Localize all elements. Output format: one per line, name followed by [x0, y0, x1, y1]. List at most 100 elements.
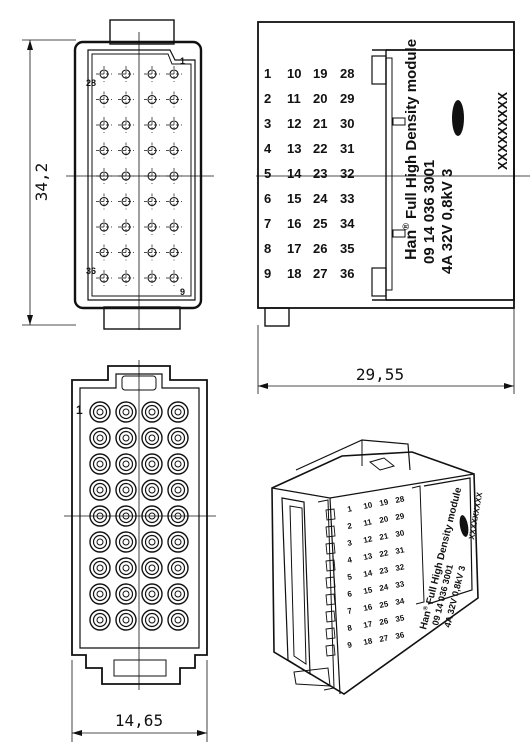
rating-label: 4A 32V 0,8kV 3: [439, 169, 456, 274]
iso-slot: [325, 508, 336, 521]
iso-pin-number: 20: [379, 514, 390, 525]
rear-view: 1 14,65: [64, 360, 216, 742]
iso-pin-number: 12: [363, 534, 374, 545]
pin-number-label: 10: [287, 66, 301, 81]
iso-pin-number: 31: [395, 545, 406, 556]
pin-number-label: 32: [340, 166, 354, 181]
iso-slot: [325, 559, 336, 572]
face-pin: [118, 117, 134, 133]
face-pin: [166, 117, 182, 133]
rear-contact: [167, 583, 189, 605]
iso-pin-number: 9: [347, 640, 354, 650]
rear-contact: [141, 557, 163, 579]
module-text: Han® Full High Density module 09 14 036 …: [401, 39, 510, 274]
pin-number-label: 4: [264, 141, 272, 156]
rear-contact: [115, 479, 137, 501]
pin-number-table: 1234567891011121314151617181920212223242…: [264, 66, 355, 281]
face-pin: [96, 168, 112, 184]
iso-pin-number: 29: [395, 511, 406, 522]
face-pin: [118, 270, 134, 286]
rear-contact: [89, 609, 111, 631]
iso-pin-number: 4: [347, 555, 354, 565]
pin-number-label: 36: [340, 266, 354, 281]
rear-contact: [115, 557, 137, 579]
iso-pin-number: 22: [379, 548, 390, 559]
brand-label: Han® Full High Density module: [401, 39, 420, 260]
iso-slot: [325, 644, 336, 657]
face-pin: [118, 66, 134, 82]
face-pin-grid: [96, 66, 182, 286]
isometric-view: [271, 439, 479, 695]
pin-number-label: 6: [264, 191, 271, 206]
face-pin: [144, 193, 160, 210]
rear-contact: [167, 531, 189, 553]
pin-number-label: 20: [313, 91, 327, 106]
face-pin: [118, 91, 134, 108]
iso-harting-logo: [459, 515, 469, 537]
pin-number-label: 35: [340, 241, 354, 256]
harting-logo-text: HARTING: [456, 102, 462, 130]
pin-1-marker: 1: [180, 56, 185, 66]
face-pin: [96, 66, 112, 82]
iso-pin-number: 25: [379, 599, 390, 610]
pin-number-label: 12: [287, 116, 301, 131]
face-pin: [118, 193, 134, 210]
pin-number-label: 24: [313, 191, 328, 206]
face-pin: [166, 270, 182, 286]
rear-contact: [115, 427, 137, 449]
rear-contact: [141, 609, 163, 631]
iso-pin-number: 14: [363, 568, 374, 579]
iso-pin-number: 19: [379, 497, 390, 508]
product-name: Full High Density module: [403, 39, 420, 219]
iso-pin-number: 13: [363, 551, 374, 562]
face-pin: [96, 219, 112, 235]
pin-number-label: 7: [264, 216, 271, 231]
face-view: 34,2 1 28 36 9: [22, 19, 214, 330]
face-pin: [144, 270, 160, 286]
rear-contact: [89, 479, 111, 501]
iso-pin-number: 27: [379, 633, 390, 644]
pin-number-label: 17: [287, 241, 301, 256]
iso-serial: XXXXXXXXX: [467, 491, 484, 541]
rear-contact: [115, 583, 137, 605]
pin-number-label: 22: [313, 141, 327, 156]
iso-slot: [325, 576, 336, 589]
face-pin: [118, 168, 134, 184]
rear-contact: [167, 557, 189, 579]
iso-pin-number: 28: [395, 494, 406, 505]
face-pin: [118, 142, 134, 159]
iso-slot: [325, 542, 336, 555]
face-pin: [118, 244, 134, 261]
height-dimension-label: 34,2: [32, 163, 51, 202]
face-pin: [96, 244, 112, 261]
iso-pin-number: 10: [363, 500, 374, 511]
rear-contact: [89, 453, 111, 475]
iso-pin-number: 21: [379, 531, 390, 542]
iso-label-text: Han® Full High Density module 09 14 036 …: [418, 486, 484, 631]
iso-pin-number: 3: [347, 538, 354, 548]
rear-contact: [141, 401, 163, 423]
iso-pin-number: 26: [379, 616, 390, 627]
pin-number-label: 30: [340, 116, 354, 131]
pin-number-label: 23: [313, 166, 327, 181]
face-pin: [166, 244, 182, 261]
face-pin: [166, 219, 182, 235]
rear-contact: [115, 531, 137, 553]
iso-pin-number: 2: [347, 521, 354, 531]
face-pin: [96, 270, 112, 286]
rear-contact: [89, 557, 111, 579]
rear-contact: [167, 453, 189, 475]
iso-slot: [325, 627, 336, 640]
iso-pin-number: 15: [363, 585, 374, 596]
face-pin: [166, 168, 182, 184]
rear-contact-grid: [89, 401, 189, 631]
face-pin: [144, 117, 160, 133]
part-number-label: 09 14 036 3001: [421, 160, 438, 264]
width-dimension-label: 14,65: [115, 711, 163, 730]
rear-contact: [115, 609, 137, 631]
iso-pin-number: 30: [395, 528, 406, 539]
rear-contact: [141, 427, 163, 449]
iso-pin-number: 17: [363, 619, 374, 630]
face-pin: [144, 91, 160, 108]
